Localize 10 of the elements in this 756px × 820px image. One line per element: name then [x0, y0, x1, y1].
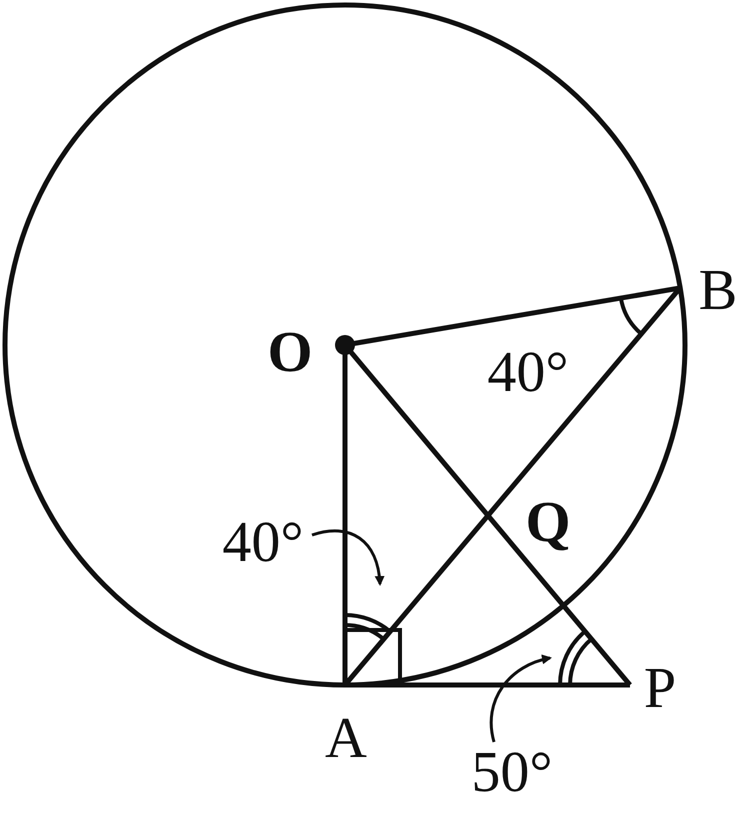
leader-arrow [490, 655, 552, 742]
point-label: O [267, 323, 313, 381]
angle-label: 50° [471, 743, 553, 801]
angle-label: 40° [222, 513, 304, 571]
angle-label: 40° [487, 343, 569, 401]
point-label: P [644, 659, 676, 717]
leader-arrow [312, 529, 384, 586]
point-label: B [698, 261, 738, 319]
point-label: Q [525, 493, 571, 551]
point-label: A [325, 709, 367, 767]
